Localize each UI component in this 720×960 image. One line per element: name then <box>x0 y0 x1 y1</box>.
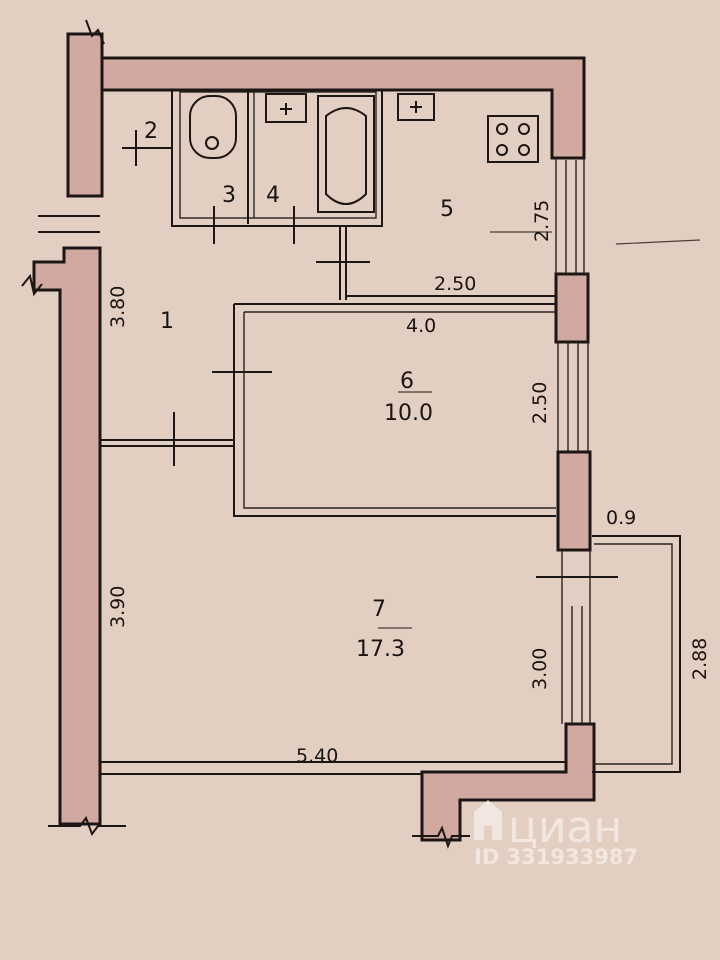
wall-top-left-stub <box>66 32 104 198</box>
pencil-marks <box>378 231 701 629</box>
bathtub-icon <box>317 95 375 213</box>
dim-hall-length: 3.80 <box>107 286 129 328</box>
kitchen-sink-icon <box>397 93 435 121</box>
kitchen-partition <box>316 226 556 300</box>
watermark-id: ID 331933987 <box>474 845 638 869</box>
watermark-brand: циан <box>508 802 622 853</box>
room-6-walls <box>212 303 556 517</box>
wall-right-pier-upper <box>554 272 590 344</box>
room-6-label: 6 <box>400 369 414 394</box>
dim-balcony-length: 2.88 <box>689 638 711 680</box>
window-room-7 <box>561 606 591 724</box>
wall-left <box>32 246 102 826</box>
room-6-area: 10.0 <box>384 401 433 426</box>
room-3-label: 3 <box>222 183 236 208</box>
room-5-label: 5 <box>440 197 454 222</box>
toilet-icon <box>189 95 237 159</box>
room-7-label: 7 <box>372 597 386 622</box>
partition-hall-room7 <box>100 412 234 466</box>
bathroom-block <box>171 89 383 227</box>
balcony <box>592 535 681 773</box>
wall-right-pier-lower <box>556 450 592 552</box>
balcony-door <box>536 550 618 606</box>
room-4-label: 4 <box>266 183 280 208</box>
dim-kitchen-depth: 2.75 <box>531 200 553 242</box>
wall-top <box>100 56 586 160</box>
dim-room7-depth: 3.90 <box>107 586 129 628</box>
room-2-label: 2 <box>144 119 158 144</box>
sink-icon <box>265 93 307 123</box>
room-1-label: 1 <box>160 309 174 334</box>
dim-room7-width: 5.40 <box>296 745 338 767</box>
wall-bottom-right <box>420 722 596 842</box>
cian-logo-icon <box>474 800 502 840</box>
dim-kitchen-width: 2.50 <box>434 273 476 295</box>
stove-icon <box>487 115 539 163</box>
dim-balcony-width: 0.9 <box>606 507 636 529</box>
break-marks <box>21 19 470 849</box>
window-room-6 <box>557 342 589 452</box>
watermark: циан ID 331933987 <box>474 800 638 869</box>
room-7-area: 17.3 <box>356 637 405 662</box>
door-marks <box>38 130 295 244</box>
dim-room7-window: 3.00 <box>529 648 551 690</box>
dim-room6-width: 4.0 <box>406 315 436 337</box>
window-kitchen <box>555 158 585 274</box>
dim-room6-depth: 2.50 <box>529 382 551 424</box>
